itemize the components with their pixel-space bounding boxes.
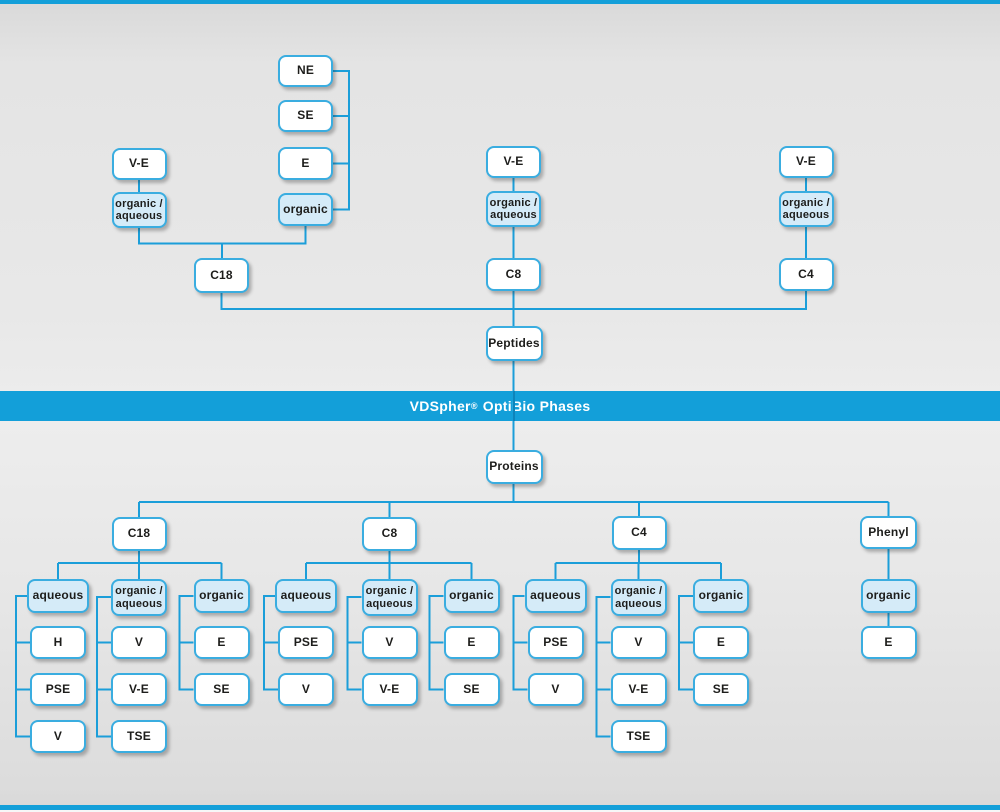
column-c8-proteins: C8 bbox=[362, 517, 417, 551]
phase-e-proteins-c8: E bbox=[443, 626, 500, 659]
group-rails bbox=[15, 595, 693, 738]
phase-ve-peptides-c4: V-E bbox=[778, 146, 834, 178]
phase-ve-proteins-c8-oa: V-E bbox=[361, 673, 418, 706]
peptides-wires bbox=[138, 70, 807, 450]
phase-ve-proteins-c4-oa: V-E bbox=[610, 673, 667, 706]
phase-v-proteins-c18-oa: V bbox=[111, 626, 167, 659]
eluent-organic-aqueous-proteins-c18: organic / aqueous bbox=[111, 579, 167, 616]
eluent-organic-proteins-c8: organic bbox=[443, 579, 500, 613]
column-phenyl-proteins: Phenyl bbox=[860, 516, 917, 549]
phase-pse-proteins-c18: PSE bbox=[30, 673, 86, 706]
eluent-organic-proteins-c18: organic bbox=[193, 579, 250, 613]
eluent-organic-aqueous-proteins-c4: organic / aqueous bbox=[610, 579, 667, 616]
phase-tse-proteins-c18-oa: TSE bbox=[111, 720, 167, 753]
phase-se-proteins-c18: SE bbox=[193, 673, 250, 706]
proteins-wires bbox=[57, 484, 890, 626]
phase-v-proteins-c4: V bbox=[527, 673, 584, 706]
phase-v-proteins-c8-oa: V bbox=[361, 626, 418, 659]
phase-tse-proteins-c4-oa: TSE bbox=[610, 720, 667, 753]
phase-e-peptides-c18: E bbox=[278, 147, 333, 180]
application-peptides: Peptides bbox=[485, 326, 543, 361]
eluent-organic-aqueous-peptides-c8: organic / aqueous bbox=[486, 191, 541, 227]
eluent-organic-aqueous-proteins-c8: organic / aqueous bbox=[361, 579, 418, 616]
phase-ve-peptides-c8: V-E bbox=[486, 146, 541, 178]
eluent-aqueous-proteins-c18: aqueous bbox=[27, 579, 89, 613]
phase-se-peptides-c18: SE bbox=[278, 100, 333, 132]
phase-v-proteins-c18: V bbox=[30, 720, 86, 753]
banner-title: VDSpher®OptiBio Phases bbox=[0, 391, 1000, 421]
eluent-organic-proteins-c4: organic bbox=[693, 579, 749, 613]
banner-brand: VDSpher bbox=[409, 398, 471, 414]
top-accent-strip bbox=[0, 0, 1000, 4]
banner-product: OptiBio Phases bbox=[482, 398, 591, 414]
phase-se-proteins-c4: SE bbox=[693, 673, 749, 706]
phase-e-proteins-phenyl: E bbox=[860, 626, 917, 659]
eluent-organic-aqueous-peptides-c4: organic / aqueous bbox=[778, 191, 834, 227]
phase-se-proteins-c8: SE bbox=[443, 673, 500, 706]
eluent-organic-peptides-c18: organic bbox=[278, 193, 333, 226]
phase-ve-proteins-c18-oa: V-E bbox=[111, 673, 167, 706]
eluent-organic-proteins-phenyl: organic bbox=[860, 579, 917, 613]
phase-ve-peptides-c18: V-E bbox=[111, 148, 167, 180]
phase-e-proteins-c18: E bbox=[193, 626, 250, 659]
eluent-aqueous-proteins-c8: aqueous bbox=[275, 579, 337, 613]
phase-h-proteins-c18: H bbox=[30, 626, 86, 659]
phase-v-proteins-c8: V bbox=[278, 673, 334, 706]
application-proteins: Proteins bbox=[485, 450, 543, 484]
column-c4-proteins: C4 bbox=[611, 516, 667, 550]
phase-v-proteins-c4-oa: V bbox=[610, 626, 667, 659]
bottom-accent-strip bbox=[0, 805, 1000, 810]
column-c4-peptides: C4 bbox=[778, 258, 834, 291]
eluent-organic-aqueous-peptides-c18: organic / aqueous bbox=[111, 192, 167, 228]
phase-ne-peptides-c18: NE bbox=[278, 55, 333, 87]
column-c8-peptides: C8 bbox=[486, 258, 541, 291]
phase-pse-proteins-c8: PSE bbox=[278, 626, 334, 659]
phase-e-proteins-c4: E bbox=[693, 626, 749, 659]
connector-through-banner bbox=[512, 391, 515, 421]
column-c18-peptides: C18 bbox=[194, 258, 249, 293]
phase-pse-proteins-c4: PSE bbox=[527, 626, 584, 659]
column-c18-proteins: C18 bbox=[111, 517, 167, 551]
bottom-light-strip bbox=[0, 810, 1000, 812]
eluent-aqueous-proteins-c4: aqueous bbox=[524, 579, 587, 613]
